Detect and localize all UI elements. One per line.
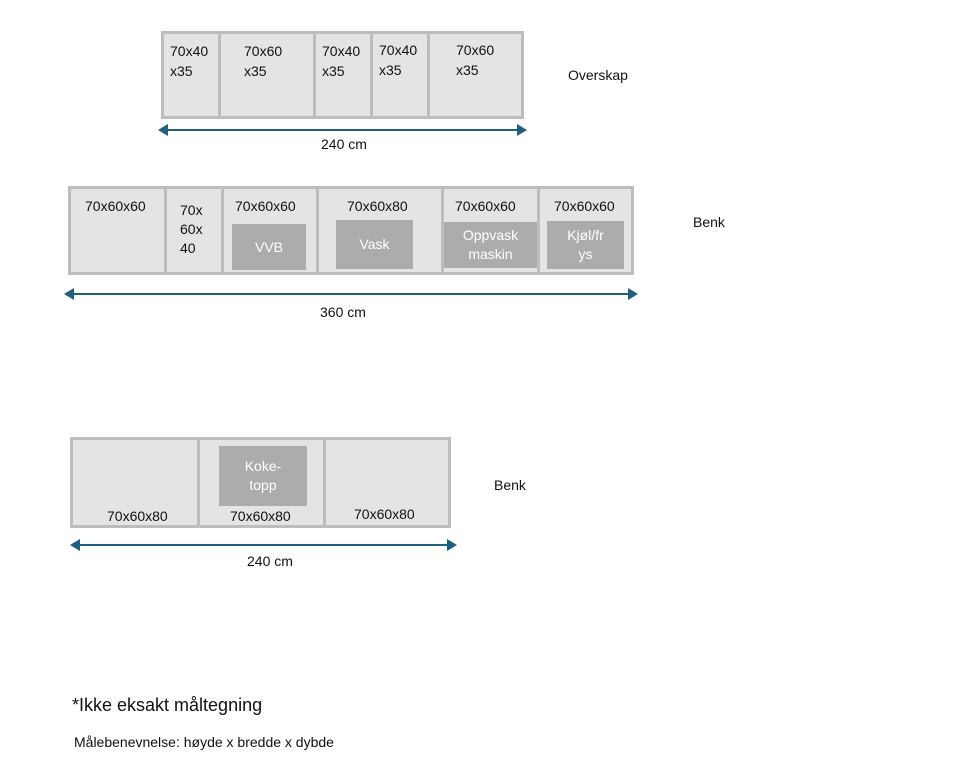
cabinet-size: 70x60x80 (230, 508, 291, 524)
benk2-cabinet-3: 70x60x80 (323, 437, 451, 528)
row-label-overskap: Overskap (568, 67, 628, 83)
overskap-cabinet-1: 70x40 x35 (161, 31, 221, 119)
cabinet-size-line2: x35 (379, 62, 402, 78)
benk1-cabinet-2: 70x 60x 40 (164, 186, 224, 275)
appliance-label-line1: Kjøl/fr (567, 227, 604, 243)
benk1-cabinet-4: 70x60x80 Vask (316, 186, 444, 275)
appliance-label: Vask (359, 236, 390, 252)
dimension-label-benk-1: 360 cm (320, 304, 366, 320)
cabinet-size-line2: x35 (322, 63, 345, 79)
dimension-label-benk-2: 240 cm (247, 553, 293, 569)
cabinet-size: 70x60x80 (354, 506, 415, 522)
cabinet-size-line2: x35 (456, 62, 479, 78)
appliance-label-line2: maskin (468, 246, 513, 262)
cabinet-size-line1: 70x40 (379, 42, 418, 58)
cabinet-size: 70x60x60 (235, 198, 296, 214)
cabinet-size-line2: 60x (180, 221, 203, 237)
dimension-arrow-benk-1 (64, 288, 638, 300)
dimension-arrow-overskap (158, 124, 527, 136)
appliance-label-line1: Koke- (244, 458, 282, 474)
cabinet-size: 70x60x80 (107, 508, 168, 524)
cabinet-size-line2: x35 (170, 63, 193, 79)
appliance-label: VVB (254, 238, 283, 255)
overskap-cabinet-2: 70x60 x35 (218, 31, 316, 119)
cabinet-size: 70x60x60 (85, 198, 146, 214)
overskap-cabinet-3: 70x40 x35 (313, 31, 373, 119)
appliance-vask: Vask (336, 220, 413, 269)
dimension-label-overskap: 240 cm (321, 136, 367, 152)
appliance-koketopp: Koke- topp (219, 446, 307, 506)
benk2-cabinet-1: 70x60x80 (70, 437, 200, 528)
cabinet-size: 70x60x60 (455, 198, 516, 214)
appliance-label-line1: Oppvask (462, 227, 519, 243)
row-label-benk-1: Benk (693, 214, 725, 230)
cabinet-size: 70x60x60 (554, 198, 615, 214)
benk1-cabinet-6: 70x60x60 Kjøl/fr ys (537, 186, 634, 275)
row-label-benk-2: Benk (494, 477, 526, 493)
appliance-kjol-frys: Kjøl/fr ys (547, 221, 624, 269)
appliance-label-line2: ys (578, 246, 593, 262)
overskap-cabinet-5: 70x60 x35 (427, 31, 524, 119)
dimension-arrow-benk-2 (70, 539, 457, 551)
benk1-cabinet-3: 70x60x60 VVB (221, 186, 319, 275)
cabinet-size-line3: 40 (180, 240, 196, 256)
benk1-cabinet-5: 70x60x60 Oppvask maskin (441, 186, 540, 275)
benk1-cabinet-1: 70x60x60 (68, 186, 167, 275)
overskap-cabinet-4: 70x40 x35 (370, 31, 430, 119)
cabinet-size-line1: 70x (180, 202, 203, 218)
cabinet-size-line1: 70x40 (170, 43, 209, 59)
appliance-vvb: VVB (232, 224, 306, 270)
cabinet-size-line1: 70x60 (456, 42, 495, 58)
benk2-cabinet-2: Koke- topp 70x60x80 (197, 437, 326, 528)
appliance-oppvaskmaskin: Oppvask maskin (444, 222, 537, 268)
cabinet-size-line1: 70x60 (244, 43, 283, 59)
measure-note: Målebenevnelse: høyde x bredde x dybde (74, 734, 334, 750)
cabinet-size-line1: 70x40 (322, 43, 361, 59)
appliance-label-line2: topp (249, 477, 277, 493)
cabinet-size: 70x60x80 (347, 198, 408, 214)
disclaimer-note: *Ikke eksakt måltegning (72, 695, 263, 715)
cabinet-size-line2: x35 (244, 63, 267, 79)
